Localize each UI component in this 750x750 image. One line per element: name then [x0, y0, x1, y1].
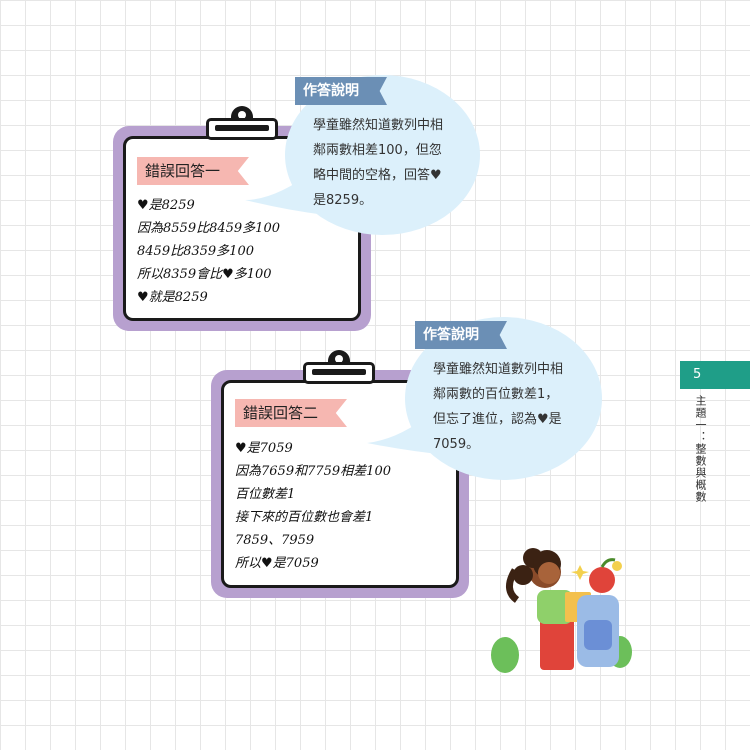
card-heading: 錯誤回答一	[137, 157, 249, 185]
note-line: 是8259。	[313, 193, 373, 208]
chapter-number-tab: 5	[680, 361, 750, 389]
explanation-bubble-1: 作答說明 學童雖然知道數列中相 鄰兩數相差100，但忽 略中間的空格，回答♥ 是…	[245, 75, 480, 235]
answer-line: 百位數差1	[235, 487, 296, 502]
answer-line: 7859、7959	[235, 533, 315, 548]
answer-line: 接下來的百位數也會差1	[235, 510, 374, 525]
answer-line: 8459比8359多100	[137, 244, 254, 259]
answer-line: 因為7659和7759相差100	[235, 464, 391, 479]
note-tag: 作答說明	[295, 77, 387, 105]
note-text: 學童雖然知道數列中相 鄰兩數相差100，但忽 略中間的空格，回答♥ 是8259。	[313, 113, 443, 213]
note-tag: 作答說明	[415, 321, 507, 349]
card-heading: 錯誤回答二	[235, 399, 347, 427]
note-line: 略中間的空格，回答♥	[313, 168, 442, 183]
note-text: 學童雖然知道數列中相 鄰兩數的百位數差1， 但忘了進位，認為♥是 7059。	[433, 357, 563, 457]
note-line: 鄰兩數相差100，但忽	[313, 143, 442, 158]
note-line: 7059。	[433, 437, 480, 452]
chapter-title: 主題一：整數與概數	[694, 395, 707, 503]
note-line: 學童雖然知道數列中相	[433, 362, 564, 377]
answer-line: ♥就是8259	[137, 290, 208, 305]
answer-line: ♥是8259	[137, 198, 195, 213]
student-reading-illustration	[491, 548, 632, 673]
answer-line: ♥是7059	[235, 441, 293, 456]
explanation-bubble-2: 作答說明 學童雖然知道數列中相 鄰兩數的百位數差1， 但忘了進位，認為♥是 70…	[367, 317, 602, 480]
card-answer-lines: ♥是7059 因為7659和7759相差100 百位數差1 接下來的百位數也會差…	[235, 437, 391, 575]
answer-line: 所以8359會比♥多100	[137, 267, 272, 282]
note-line: 學童雖然知道數列中相	[313, 118, 444, 133]
note-line: 鄰兩數的百位數差1，	[433, 387, 559, 402]
note-line: 但忘了進位，認為♥是	[433, 412, 562, 427]
answer-line: 所以♥是7059	[235, 556, 319, 571]
card-answer-lines: ♥是8259 因為8559比8459多100 8459比8359多100 所以8…	[137, 194, 280, 309]
answer-line: 因為8559比8459多100	[137, 221, 280, 236]
